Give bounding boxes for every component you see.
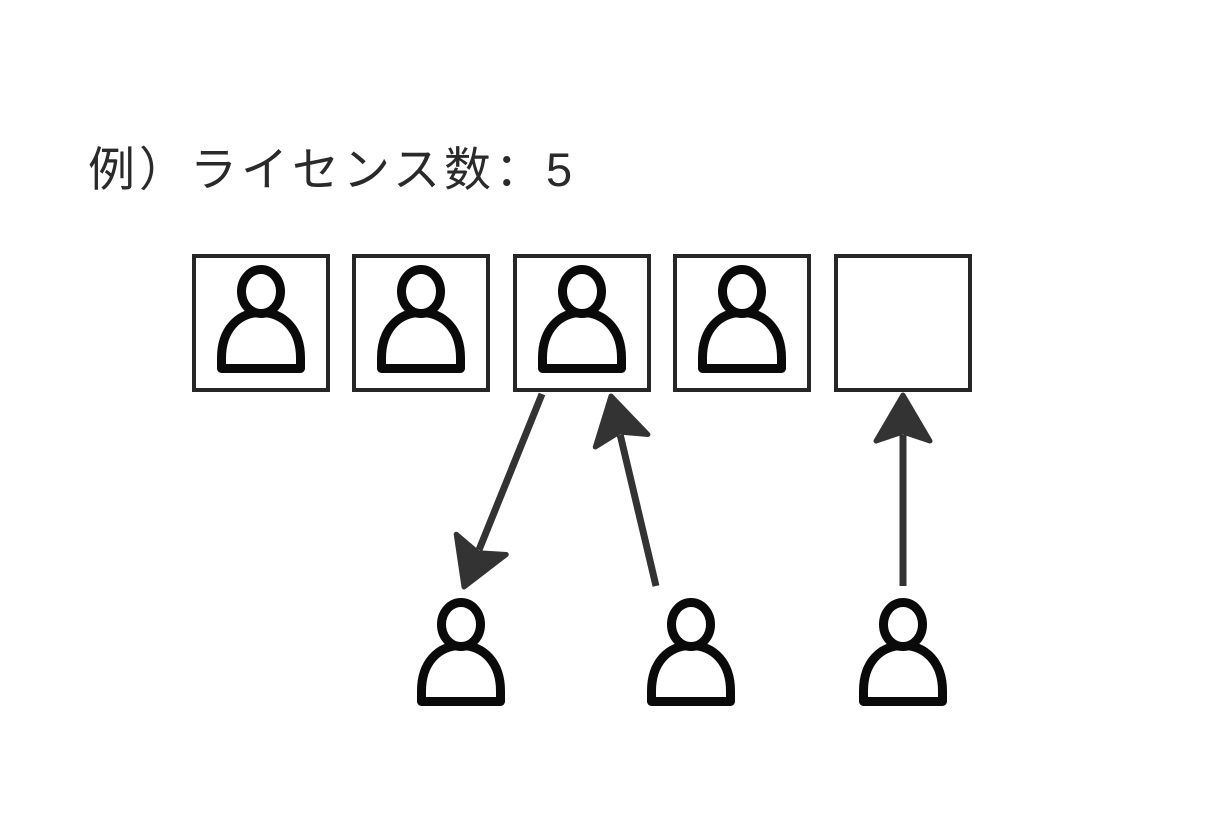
slot-3 xyxy=(513,254,651,392)
person-icon xyxy=(698,265,786,373)
arrow-assign-2 xyxy=(873,392,933,586)
person-icon xyxy=(377,265,465,373)
slot-2 xyxy=(352,254,490,392)
person-icon xyxy=(538,265,626,373)
arrow-assign-1 xyxy=(592,393,660,587)
person-icon xyxy=(217,265,305,373)
user-2-person-icon xyxy=(647,598,735,706)
slot-4 xyxy=(673,254,811,392)
slot-5 xyxy=(834,254,972,392)
diagram-title: 例）ライセンス数：5 xyxy=(88,143,577,196)
slot-1 xyxy=(192,254,330,392)
arrow-unassign xyxy=(453,392,546,590)
user-1-person-icon xyxy=(417,598,505,706)
user-3-person-icon xyxy=(859,598,947,706)
